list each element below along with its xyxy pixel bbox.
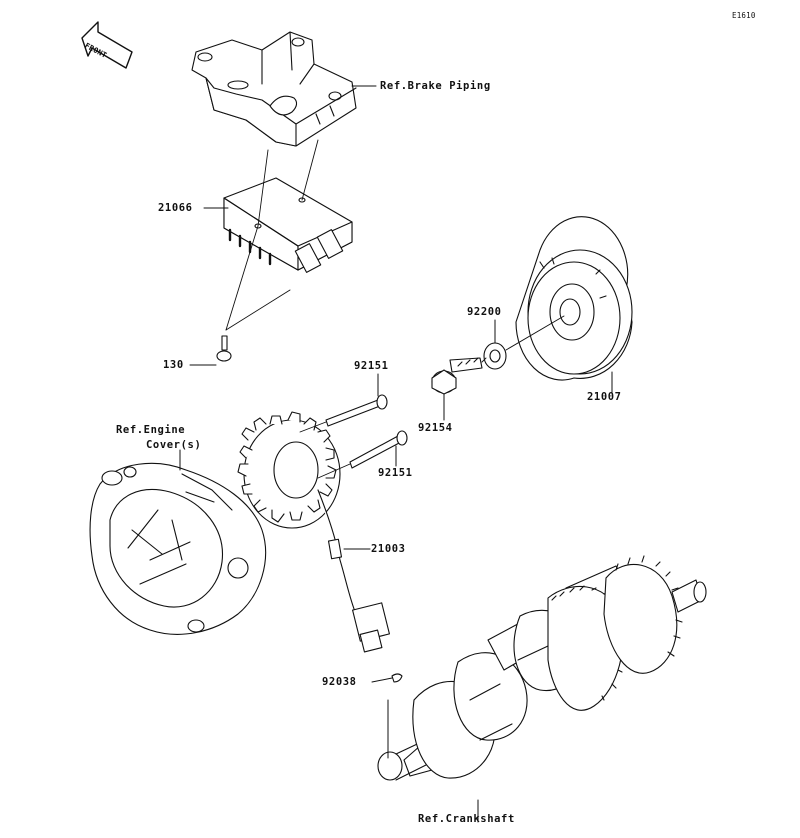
bolt-92151-bottom-part (349, 430, 408, 469)
bracket-part (191, 31, 357, 147)
part-21066-label: 21066 (158, 202, 193, 214)
part-21007-label: 21007 (587, 391, 622, 403)
ref-crankshaft-label: Ref.Crankshaft (418, 813, 515, 825)
washer-part (483, 342, 507, 370)
woodruff-key-part (391, 673, 403, 683)
stator-part (237, 411, 390, 653)
part-21003-label: 21003 (371, 543, 406, 555)
engine-cover-part (89, 462, 267, 635)
bolt-130-part (216, 335, 232, 362)
ref-engine-cover-line1: Ref.Engine (116, 424, 186, 436)
bolt-92151-top-part (325, 394, 388, 427)
part-92200-label: 92200 (467, 306, 502, 318)
front-arrow-icon (81, 21, 133, 69)
ref-engine-cover-line2: Cover(s) (146, 439, 202, 451)
part-92151-bottom-label: 92151 (378, 467, 413, 479)
regulator-part (223, 177, 353, 273)
ref-brake-piping-label: Ref.Brake Piping (380, 80, 491, 92)
crankshaft-part (377, 555, 707, 781)
bolt-92154-part (431, 357, 483, 395)
part-92038-label: 92038 (322, 676, 357, 688)
diagram-code: E1610 (732, 11, 756, 20)
part-130-label: 130 (163, 359, 184, 371)
part-92154-label: 92154 (418, 422, 453, 434)
rotor-part (515, 216, 633, 381)
assembly-lines (225, 139, 319, 331)
part-92151-top-label: 92151 (354, 360, 389, 372)
